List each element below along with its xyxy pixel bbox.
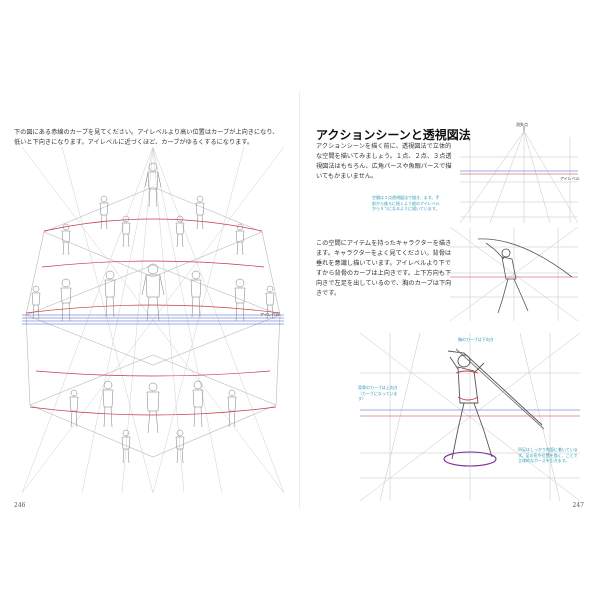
perspective-grid-illustration (460, 127, 578, 223)
sword-character-sketch (450, 227, 578, 321)
right-intro-text: アクションシーンを描く前に、透視図法で立体的な空間を描いてみましょう。１点、２点… (316, 143, 452, 180)
callout-perspective-grid: 空間は３点透視図法で描き、ます。手前から後ろに続くよう縦のアイレベルから５つにな… (372, 195, 440, 211)
spine-curve-character-sketch (360, 333, 580, 501)
left-eye-level-label: アイレベル (260, 312, 280, 317)
right-intro-text-2: この空間にアイテムを持ったキャラクターを描きます。キャラクターをよく見てください… (316, 240, 452, 297)
vanishing-point-label: 消失点 (516, 122, 528, 127)
left-intro-text: 下の図にある赤線のカーブを見てください。アイレベルより高い位置はカーブが上向きに… (14, 129, 279, 146)
book-gutter (299, 92, 300, 508)
left-page: 下の図にある赤線のカーブを見てください。アイレベルより高い位置はカーブが上向きに… (14, 95, 296, 509)
callout-spine-curve: 背骨のカーブは上向き（カーブになっています） (358, 385, 398, 401)
right-eye-level-label: アイレベル (560, 176, 580, 181)
three-tier-figure-illustration (22, 147, 284, 493)
right-page-number: 247 (572, 502, 584, 509)
left-page-number: 246 (14, 502, 26, 509)
callout-feet-ground: 四足はしっかり地面に着いています。足の形や位置を描く、ことで立体的なポーズを引き… (518, 447, 578, 463)
right-page: アクションシーンと透視図法 アクションシーンを描く前に、透視図法で立体的な空間を… (302, 95, 584, 509)
callout-chest-curve: 胸のカーブは下向き (458, 337, 494, 342)
section-title: アクションシーンと透視図法 (316, 128, 471, 142)
